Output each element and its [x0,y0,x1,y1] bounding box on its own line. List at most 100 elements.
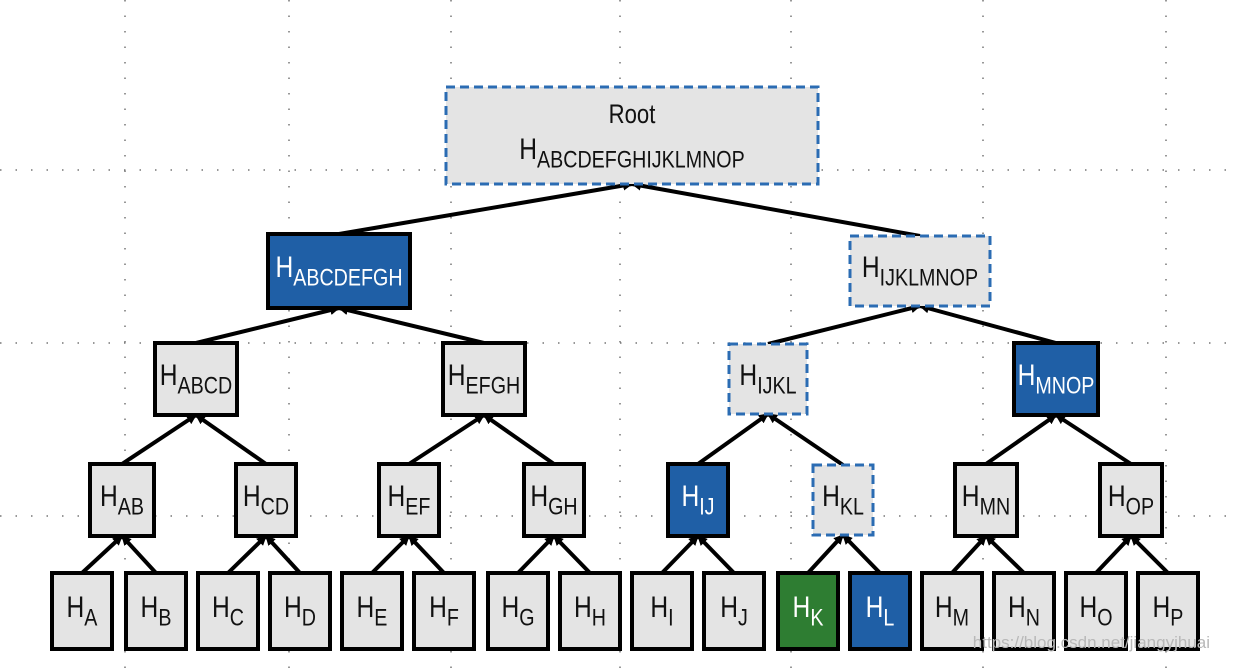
edge-ab-to-abcd [120,413,198,466]
hash-label: HI [650,590,673,631]
node-box [88,462,156,538]
node-box [992,571,1056,651]
hash-label: HJ [720,590,748,631]
hash-label: HKL [822,479,864,520]
hash-label: HAB [100,479,144,520]
hash-label: HA [67,590,98,631]
edge-efgh-to-abcdefgh [338,305,485,345]
hash-label: HIJKL [739,358,796,399]
node-box [441,341,527,417]
edge-mn-to-mnop [984,413,1058,466]
edge-a-to-ab [80,534,124,575]
hash-main: H [67,590,85,624]
edge-abcdefgh-to-root [338,180,633,236]
hash-label: HC [212,590,244,631]
hash-label: HCD [243,479,289,520]
hash-main: H [1018,358,1036,392]
node-box [50,571,114,651]
hash-subscript: GH [548,493,578,520]
node-h-ijkl: HIJKL [727,342,809,416]
node-h-op: HOP [1098,462,1164,538]
node-box [558,571,622,651]
hash-subscript: O [1097,604,1112,631]
hash-main: H [720,590,738,624]
node-box [1012,341,1100,417]
node-box [522,462,586,538]
hash-subscript: E [374,604,387,631]
node-h-n: HN [992,571,1056,651]
node-box [486,571,550,651]
node-h-ij: HIJ [666,462,730,538]
hash-label: HABCD [160,358,232,399]
node-box [234,462,298,538]
hash-subscript: IJKL [757,372,796,399]
hash-label: HG [501,590,534,631]
node-box [266,232,412,310]
node-h-mnop: HMNOP [1012,341,1100,417]
hash-main: H [1079,590,1097,624]
node-box [811,463,875,537]
hash-subscript: MN [980,493,1011,520]
edge-b-to-ab [120,534,158,575]
node-box [702,571,766,651]
hash-main: H [1108,479,1126,513]
hash-label: HD [284,590,316,631]
hash-label: HB [141,590,172,631]
node-box [1064,571,1128,651]
node-box [412,571,476,651]
hash-label: HMNOP [1018,358,1095,399]
hash-main: H [141,590,159,624]
node-h-l: HL [848,571,912,651]
hash-label: HP [1153,590,1184,631]
node-h-kl: HKL [811,463,875,537]
node-h-ijklmnop: HIJKLMNOP [848,234,992,308]
node-box [727,342,809,416]
node-h-a: HA [50,571,114,651]
node-box [1098,462,1164,538]
hash-subscript: N [1026,604,1040,631]
node-h-abcdefgh: HABCDEFGH [266,232,412,310]
node-box [124,571,188,651]
node-box [953,462,1019,538]
node-h-g: HG [486,571,550,651]
hash-label: HABCDEFGH [275,250,402,291]
edge-mnop-to-ijklmnop [919,303,1057,345]
hash-main: H [212,590,230,624]
hash-main: H [429,590,447,624]
edge-ijklmnop-to-root [631,180,921,238]
node-h-cd: HCD [234,462,298,538]
node-h-i: HI [630,571,694,651]
hash-main: H [681,479,699,513]
hash-subscript: ABCDEFGHIJKLMNOP [537,146,745,173]
hash-label: HIJ [681,479,714,520]
hash-main: H [650,590,668,624]
hash-label: HL [866,590,895,631]
hash-subscript: KL [840,493,864,520]
node-h-p: HP [1136,571,1200,651]
hash-main: H [501,590,519,624]
hash-main: H [822,479,840,513]
hash-main: H [739,358,757,392]
hash-subscript: EFGH [466,372,521,399]
edge-f-to-ef [407,534,446,575]
hash-main: H [275,250,293,284]
node-h-ab: HAB [88,462,156,538]
node-h-b: HB [124,571,188,651]
node-h-abcd: HABCD [153,341,239,417]
hash-subscript: G [519,604,534,631]
edge-abcd-to-abcdefgh [195,305,340,345]
hash-main: H [866,590,884,624]
edge-kl-to-ijkl [766,412,845,467]
hash-label: HOP [1108,479,1154,520]
node-box [630,571,694,651]
edge-n-to-mn [984,534,1026,575]
hash-label: HEFGH [448,358,520,399]
hash-label: HEF [388,479,431,520]
hash-subscript: H [592,604,606,631]
hash-subscript: ABCD [178,372,233,399]
hash-main: H [530,479,548,513]
node-h-j: HJ [702,571,766,651]
hash-main: H [1153,590,1171,624]
